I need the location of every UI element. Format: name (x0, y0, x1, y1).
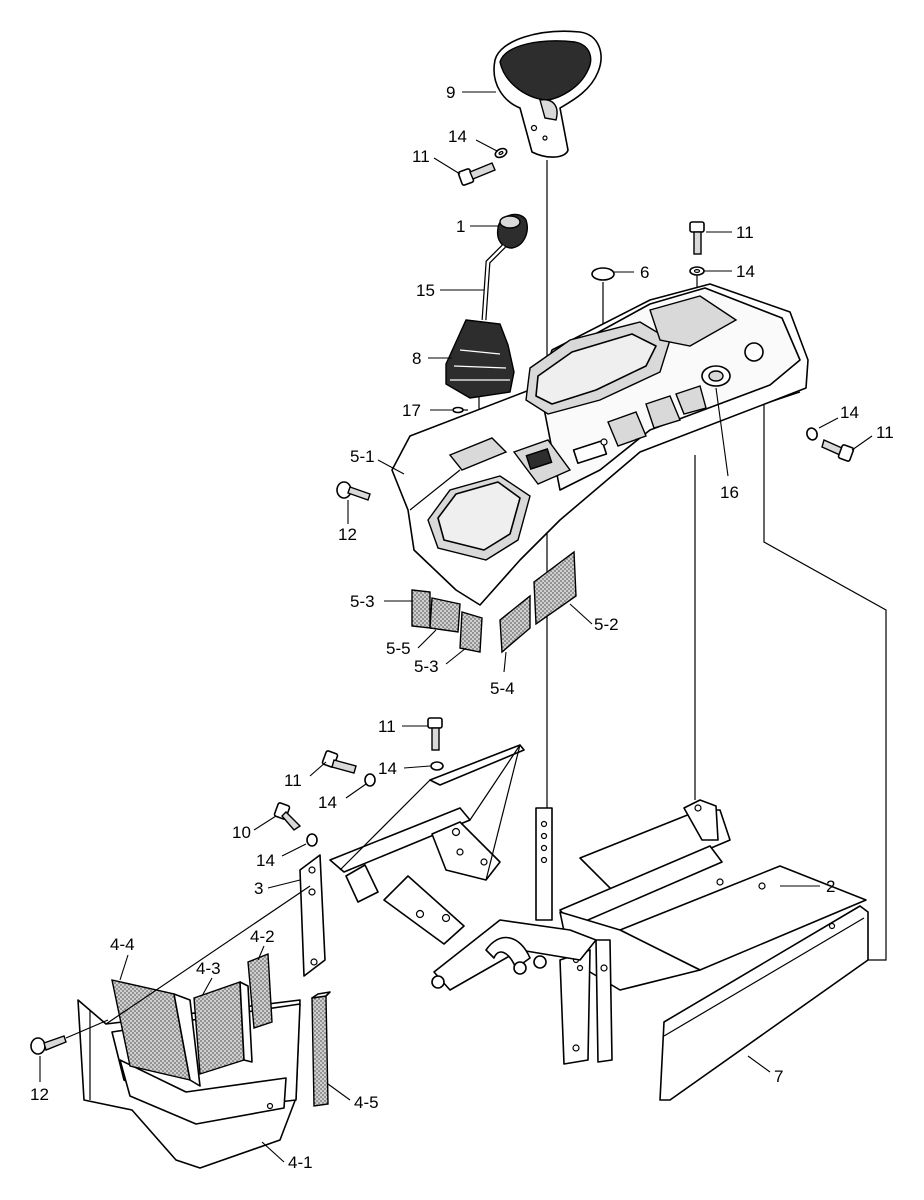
label-9: 9 (446, 83, 455, 102)
bolt-10 (273, 802, 302, 831)
screw-12-lower (30, 1035, 67, 1055)
label-16: 16 (720, 483, 739, 502)
pad-4-3 (193, 981, 253, 1075)
leader-lines (39, 91, 873, 1163)
label-8: 8 (412, 349, 421, 368)
pad-4-4 (111, 979, 201, 1087)
label-11-top: 11 (736, 223, 754, 242)
cover-7 (659, 905, 869, 1101)
label-14-side: 14 (840, 403, 859, 422)
label-1: 1 (456, 217, 465, 236)
cap-6 (591, 267, 615, 281)
label-11-bracket-b: 11 (284, 771, 302, 790)
label-14-bracket-a: 14 (378, 759, 397, 778)
label-5-5: 5-5 (386, 639, 411, 658)
label-4-4: 4-4 (110, 935, 135, 954)
label-14-bracket-c: 14 (256, 851, 275, 870)
label-14-knob: 14 (448, 127, 467, 146)
console-cover-5-1 (391, 283, 809, 606)
label-11-side: 11 (876, 423, 894, 442)
boot-8 (445, 319, 515, 399)
label-14-top: 14 (736, 262, 755, 281)
shift-lever-knob-9 (493, 30, 602, 158)
washer-14-knob (494, 147, 508, 159)
washer-14-bracket-c (306, 833, 318, 847)
label-2: 2 (826, 877, 835, 896)
pin-17 (452, 406, 464, 414)
frame-2 (559, 799, 867, 1065)
label-4-3: 4-3 (196, 959, 221, 978)
bolt-11-side (821, 439, 855, 462)
label-11-bracket-a: 11 (378, 717, 396, 736)
pads-5 (411, 550, 577, 654)
label-6: 6 (640, 263, 649, 282)
label-15: 15 (416, 281, 435, 300)
bolt-11-bracket-b (321, 750, 357, 774)
rod-15 (481, 244, 506, 321)
washer-14-bracket-a (430, 761, 444, 771)
label-17: 17 (402, 401, 421, 420)
label-14-bracket-b: 14 (318, 793, 337, 812)
label-4-5: 4-5 (354, 1093, 379, 1112)
part-labels: 9 14 11 1 15 8 17 6 11 14 14 11 16 5-1 1… (30, 83, 894, 1172)
label-5-1: 5-1 (350, 447, 375, 466)
label-11-knob: 11 (412, 147, 430, 166)
label-5-4: 5-4 (490, 679, 515, 698)
washer-14-top (689, 266, 705, 276)
label-7: 7 (774, 1067, 783, 1086)
washer-14-bracket-b (364, 773, 376, 787)
bolt-11-bracket-a (427, 717, 443, 751)
pad-4-2 (247, 952, 273, 1029)
lever-bracket (431, 807, 597, 991)
washer-14-side (806, 427, 818, 441)
bolt-11-top (689, 221, 705, 255)
screw-12-upper (336, 481, 371, 501)
bracket-3 (299, 744, 525, 977)
label-5-2: 5-2 (594, 615, 619, 634)
label-4-2: 4-2 (250, 927, 275, 946)
label-12-lower: 12 (30, 1085, 49, 1104)
label-5-3-upper: 5-3 (350, 592, 375, 611)
label-10: 10 (232, 823, 251, 842)
label-3: 3 (254, 879, 263, 898)
label-12-upper: 12 (338, 525, 357, 544)
pad-4-5 (311, 991, 331, 1107)
label-5-3-lower: 5-3 (414, 657, 439, 676)
knob-1 (496, 213, 528, 249)
bolt-11-knob (457, 162, 496, 186)
label-4-1: 4-1 (288, 1153, 313, 1172)
